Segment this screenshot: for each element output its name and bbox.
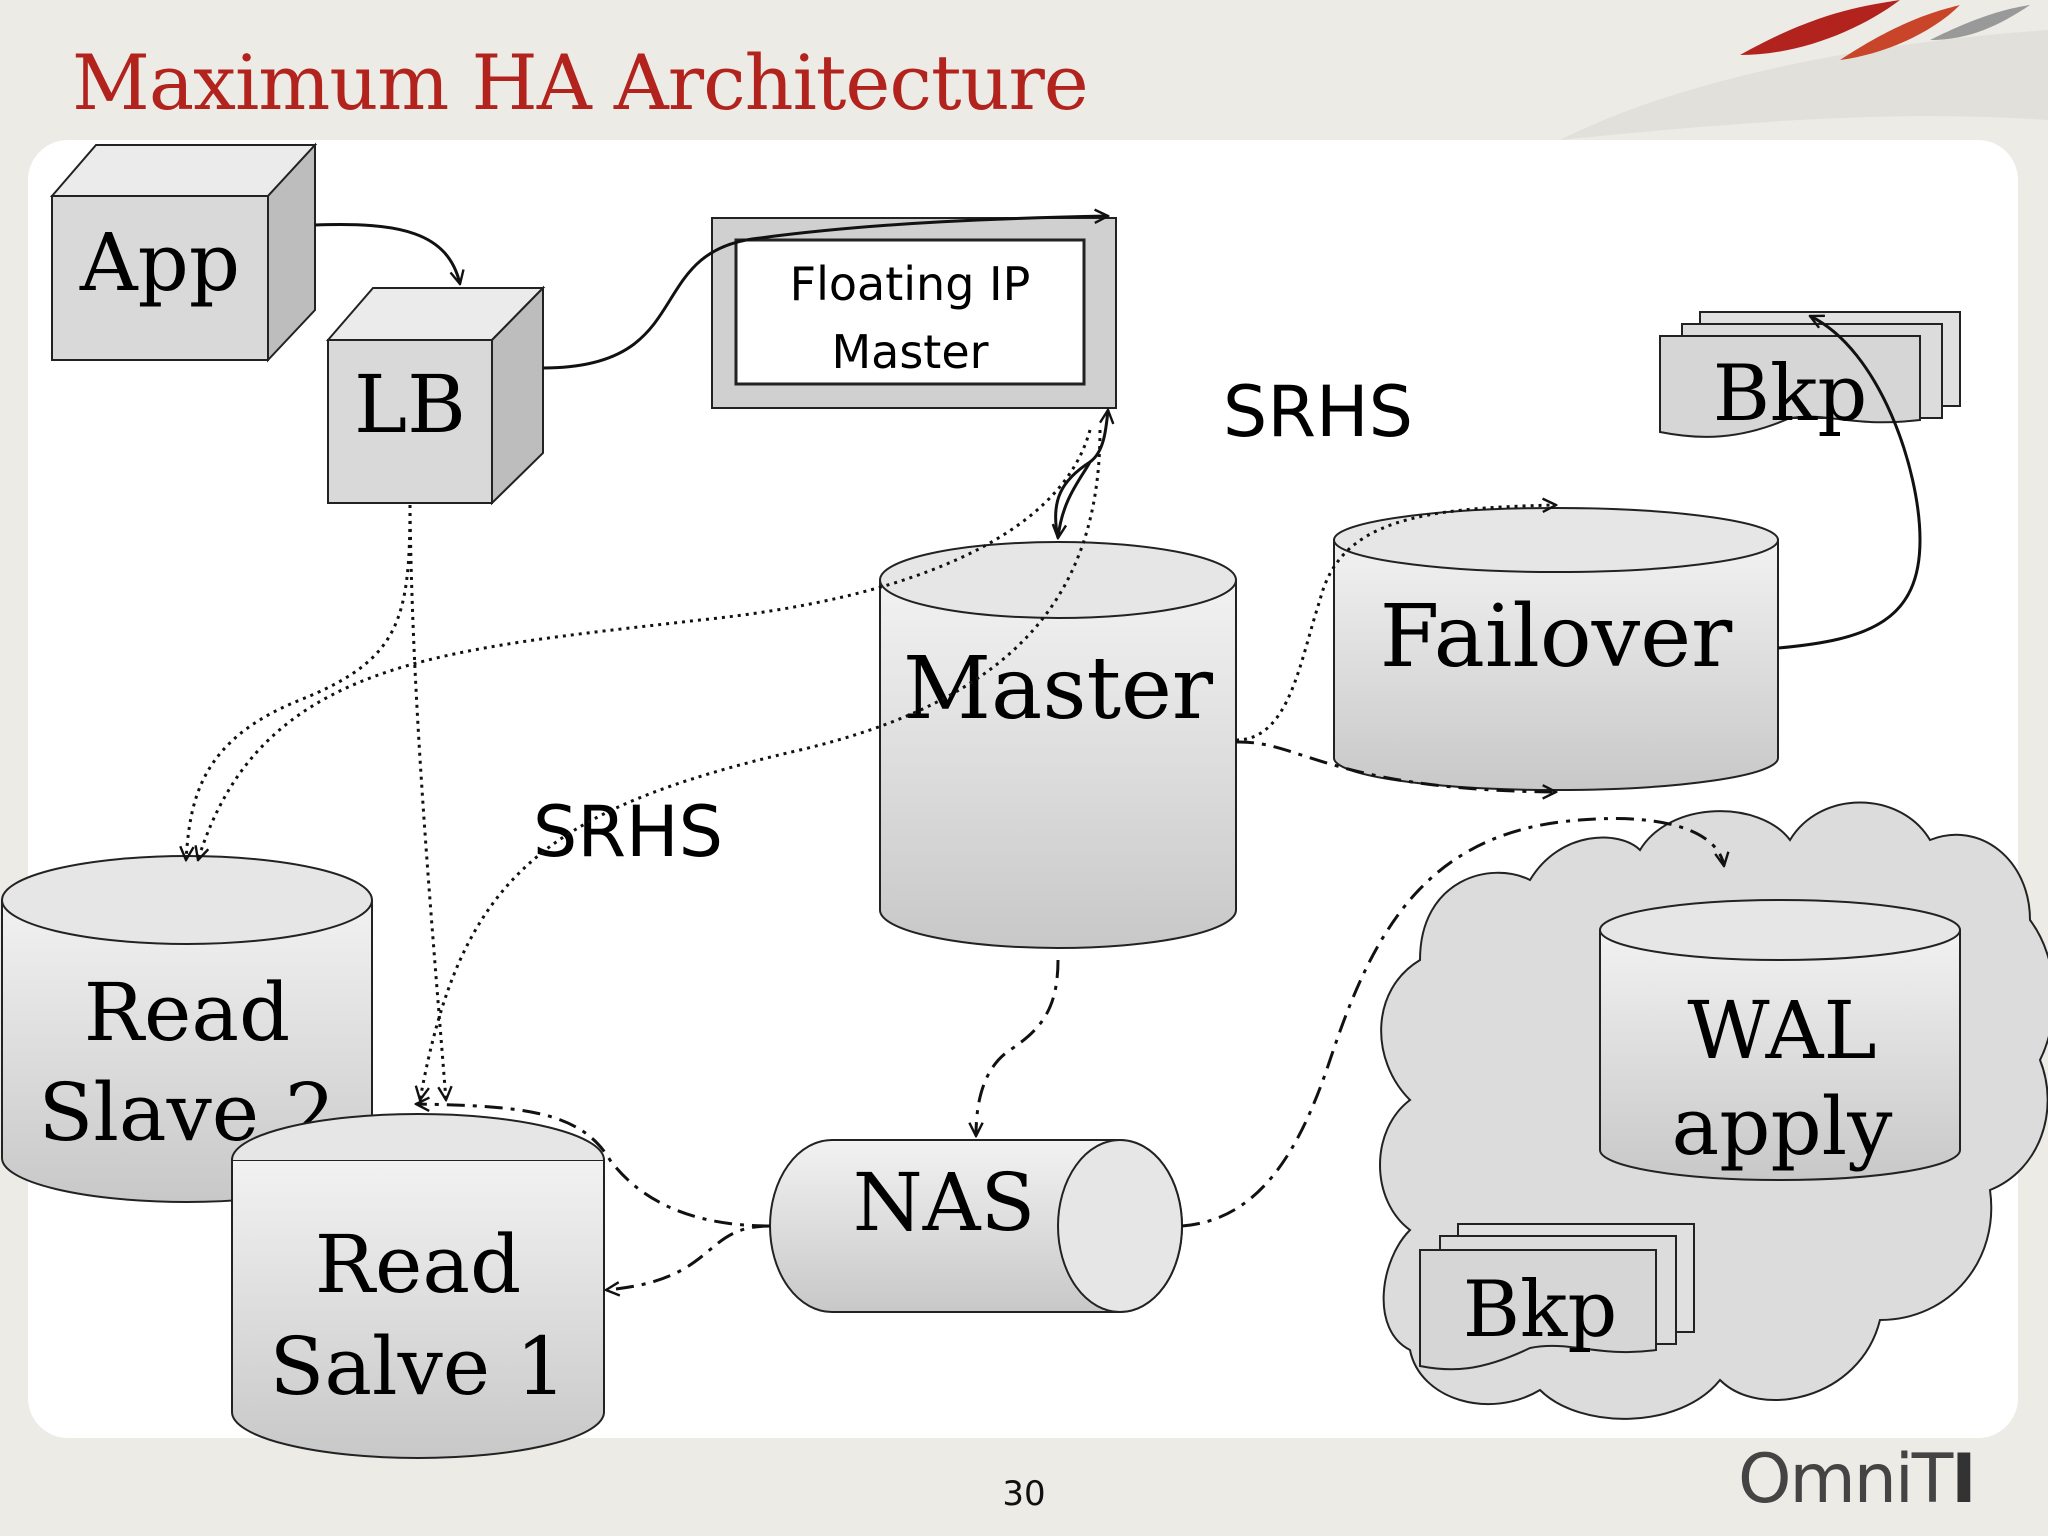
page-number: 30 xyxy=(1002,1474,1046,1514)
app-to-lb-arrow xyxy=(314,223,460,284)
read-slave-1-node: Read Salve 1 xyxy=(231,1113,605,1459)
read-slave-2-node: Read Slave 2 xyxy=(0,855,373,1203)
bkp-top-node: Bkp xyxy=(1659,311,1961,439)
svg-text:Bkp: Bkp xyxy=(1463,1265,1618,1355)
master-to-failover-srhs xyxy=(1235,505,1556,742)
svg-text:WAL: WAL xyxy=(1687,984,1876,1077)
svg-text:Read: Read xyxy=(315,1218,521,1311)
lb-to-floating-ip-arrow xyxy=(542,216,1108,370)
lb-node: LB xyxy=(325,285,546,506)
slide-title: Maximum HA Architecture xyxy=(72,38,1089,127)
floating-ip-to-read-slave-2-dotted xyxy=(198,429,1092,860)
failover-node: Failover xyxy=(1333,507,1779,791)
floating-ip-node: Floating IP Master xyxy=(711,217,1117,409)
svg-text:NAS: NAS xyxy=(853,1156,1036,1249)
svg-text:apply: apply xyxy=(1672,1080,1893,1173)
svg-text:Floating IP: Floating IP xyxy=(790,257,1031,311)
master-to-read-slave-1-srhs xyxy=(420,429,1102,1100)
nas-node: NAS xyxy=(769,1139,1183,1313)
logo-text: OmniT xyxy=(1738,1440,1953,1519)
svg-text:Salve 1: Salve 1 xyxy=(270,1320,567,1413)
svg-text:Bkp: Bkp xyxy=(1713,349,1868,439)
nas-to-wal-apply-dashdot xyxy=(1181,817,1724,1228)
svg-text:Read: Read xyxy=(84,966,290,1059)
omniti-logo: OmniTI xyxy=(1738,1440,1977,1519)
nas-to-read-slave-1-dashdot xyxy=(606,1224,771,1290)
master-node: Master xyxy=(879,541,1237,949)
svg-text:App: App xyxy=(79,216,240,309)
failover-to-bkp-arrow xyxy=(1777,316,1922,650)
svg-text:Failover: Failover xyxy=(1380,587,1733,687)
app-node: App xyxy=(49,142,318,363)
bkp-cloud-node: Bkp xyxy=(1419,1223,1695,1371)
svg-text:Master: Master xyxy=(903,639,1214,739)
master-to-nas-dashdot xyxy=(976,959,1060,1136)
master-to-failover-dashdot xyxy=(1235,740,1556,792)
logo-text-bold: I xyxy=(1951,1440,1976,1519)
svg-text:Master: Master xyxy=(831,325,988,379)
lb-to-read-slave-1-dotted xyxy=(408,504,446,1100)
nas-to-read-slave-1-top-dashdot xyxy=(416,1104,771,1228)
svg-text:LB: LB xyxy=(354,358,466,451)
srhs-top-label: SRHS xyxy=(1223,371,1413,453)
wal-apply-node: WAL apply xyxy=(1599,899,1961,1181)
srhs-left-label: SRHS xyxy=(533,791,723,873)
connectors xyxy=(186,216,1922,1290)
